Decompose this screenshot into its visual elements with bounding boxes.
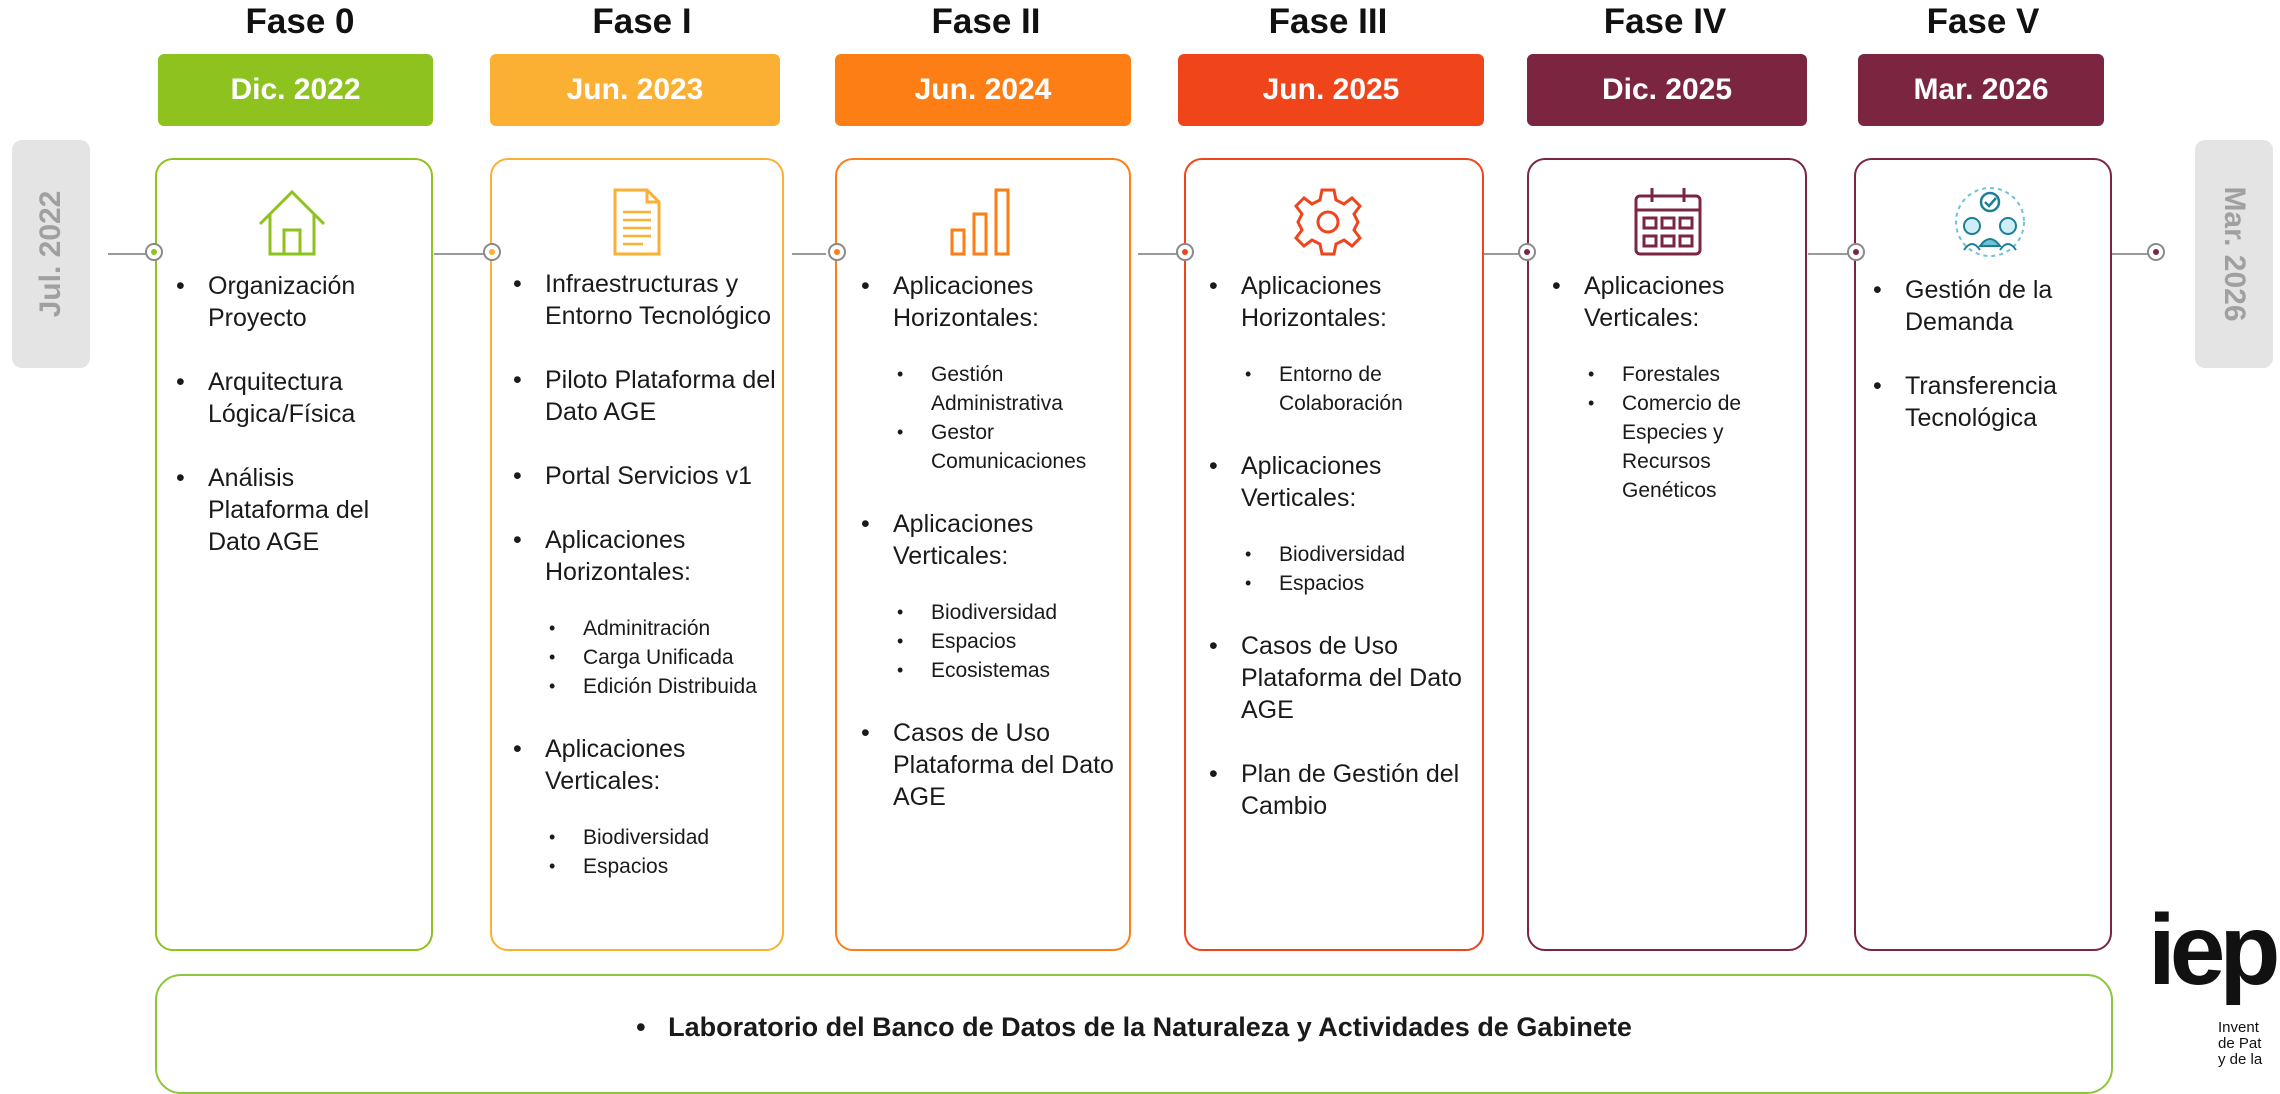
timeline-dot (1176, 243, 1194, 261)
phase-items: Aplicaciones Horizontales: Entorno de Co… (1203, 270, 1478, 854)
phase-date: Dic. 2022 (158, 54, 433, 126)
sub-item: Ecosistemas (893, 656, 1130, 685)
phase-date: Jun. 2025 (1178, 54, 1484, 126)
timeline-dot (1518, 243, 1536, 261)
list-item: Portal Servicios v1 (507, 460, 782, 492)
document-icon (613, 188, 661, 256)
sub-item: Biodiversidad (893, 598, 1130, 627)
list-item: Plan de Gestión del Cambio (1203, 758, 1478, 822)
phase-date: Dic. 2025 (1527, 54, 1807, 126)
sub-list: Biodiversidad Espacios Ecosistemas (893, 598, 1130, 685)
timeline-dot (2147, 243, 2165, 261)
list-item: Piloto Plataforma del Dato AGE (507, 364, 782, 428)
list-item: Aplicaciones Horizontales: Gestión Admin… (855, 270, 1130, 476)
list-item: Aplicaciones Horizontales: Entorno de Co… (1203, 270, 1478, 418)
phase-title: Fase II (931, 2, 1041, 41)
timeline-connector (1808, 253, 1856, 255)
sub-item: Edición Distribuida (545, 672, 782, 701)
timeline-connector (1482, 253, 1520, 255)
timeline-connector (1138, 253, 1180, 255)
sub-list: Adminitración Carga Unificada Edición Di… (545, 614, 782, 701)
bar-chart-icon (950, 188, 1010, 256)
logo-wordmark: iep (2148, 894, 2280, 1006)
list-item: Análisis Plataforma del Dato AGE (170, 462, 420, 558)
sub-list: Gestión Administrativa Gestor Comunicaci… (893, 360, 1130, 476)
phase-title: Fase I (592, 2, 692, 41)
list-item: Transferencia Tecnológica (1867, 370, 2112, 434)
sub-list: Forestales Comercio de Especies y Recurs… (1584, 360, 1806, 505)
sub-item: Biodiversidad (1241, 540, 1478, 569)
lab-banner-text: • Laboratorio del Banco de Datos de la N… (636, 1012, 1632, 1042)
iep-logo: iep Invent de Pat y de la (2148, 900, 2280, 1070)
list-item: Casos de Uso Plataforma del Dato AGE (1203, 630, 1478, 726)
home-icon (258, 189, 326, 256)
phase-title: Fase IV (1603, 2, 1727, 41)
calendar-icon (1634, 188, 1702, 256)
list-item: Aplicaciones Horizontales: Adminitración… (507, 524, 782, 701)
list-item: Arquitectura Lógica/Física (170, 366, 420, 430)
teamwork-icon (1955, 187, 2025, 257)
timeline-dot (828, 243, 846, 261)
list-item: Aplicaciones Verticales: Biodiversidad E… (507, 733, 782, 881)
lab-banner: • Laboratorio del Banco de Datos de la N… (155, 974, 2113, 1094)
phase-date: Jun. 2023 (490, 54, 780, 126)
start-date-tab: Jul. 2022 (12, 140, 90, 368)
timeline-dot (1847, 243, 1865, 261)
phase-title: Fase V (1926, 2, 2040, 41)
list-item: Aplicaciones Verticales: Forestales Come… (1546, 270, 1806, 505)
phase-items: Organización Proyecto Arquitectura Lógic… (170, 270, 420, 590)
end-date-label: Mar. 2026 (2218, 186, 2251, 322)
timeline-dot (145, 243, 163, 261)
sub-item: Forestales (1584, 360, 1806, 389)
timeline-dot (483, 243, 501, 261)
sub-list: Biodiversidad Espacios (545, 823, 782, 881)
timeline-connector (2110, 253, 2154, 255)
sub-item: Espacios (1241, 569, 1478, 598)
timeline-connector (792, 253, 826, 255)
logo-subtitle: Invent de Pat y de la (2218, 1019, 2263, 1068)
phase-title: Fase III (1268, 2, 1388, 41)
phase-items: Infraestructuras y Entorno Tecnológico P… (507, 268, 782, 913)
phase-date: Jun. 2024 (835, 54, 1131, 126)
sub-item: Carga Unificada (545, 643, 782, 672)
sub-item: Espacios (893, 627, 1130, 656)
gear-icon (1294, 188, 1362, 256)
sub-item: Gestor Comunicaciones (893, 418, 1130, 476)
sub-item: Comercio de Especies y Recursos Genético… (1584, 389, 1806, 505)
start-date-label: Jul. 2022 (34, 190, 67, 318)
list-item: Aplicaciones Verticales: Biodiversidad E… (855, 508, 1130, 685)
end-date-tab: Mar. 2026 (2195, 140, 2273, 368)
phase-items: Aplicaciones Verticales: Forestales Come… (1546, 270, 1806, 537)
phase-title: Fase 0 (245, 2, 355, 41)
list-item: Organización Proyecto (170, 270, 420, 334)
sub-item: Gestión Administrativa (893, 360, 1130, 418)
timeline-connector (434, 253, 486, 255)
sub-item: Biodiversidad (545, 823, 782, 852)
sub-list: Biodiversidad Espacios (1241, 540, 1478, 598)
sub-list: Entorno de Colaboración (1241, 360, 1478, 418)
sub-item: Adminitración (545, 614, 782, 643)
phase-items: Gestión de la Demanda Transferencia Tecn… (1867, 274, 2112, 466)
list-item: Casos de Uso Plataforma del Dato AGE (855, 717, 1130, 813)
list-item: Infraestructuras y Entorno Tecnológico (507, 268, 782, 332)
sub-item: Espacios (545, 852, 782, 881)
timeline-connector (108, 253, 160, 255)
phase-items: Aplicaciones Horizontales: Gestión Admin… (855, 270, 1130, 845)
phase-date: Mar. 2026 (1858, 54, 2104, 126)
list-item: Aplicaciones Verticales: Biodiversidad E… (1203, 450, 1478, 598)
sub-item: Entorno de Colaboración (1241, 360, 1478, 418)
list-item: Gestión de la Demanda (1867, 274, 2112, 338)
